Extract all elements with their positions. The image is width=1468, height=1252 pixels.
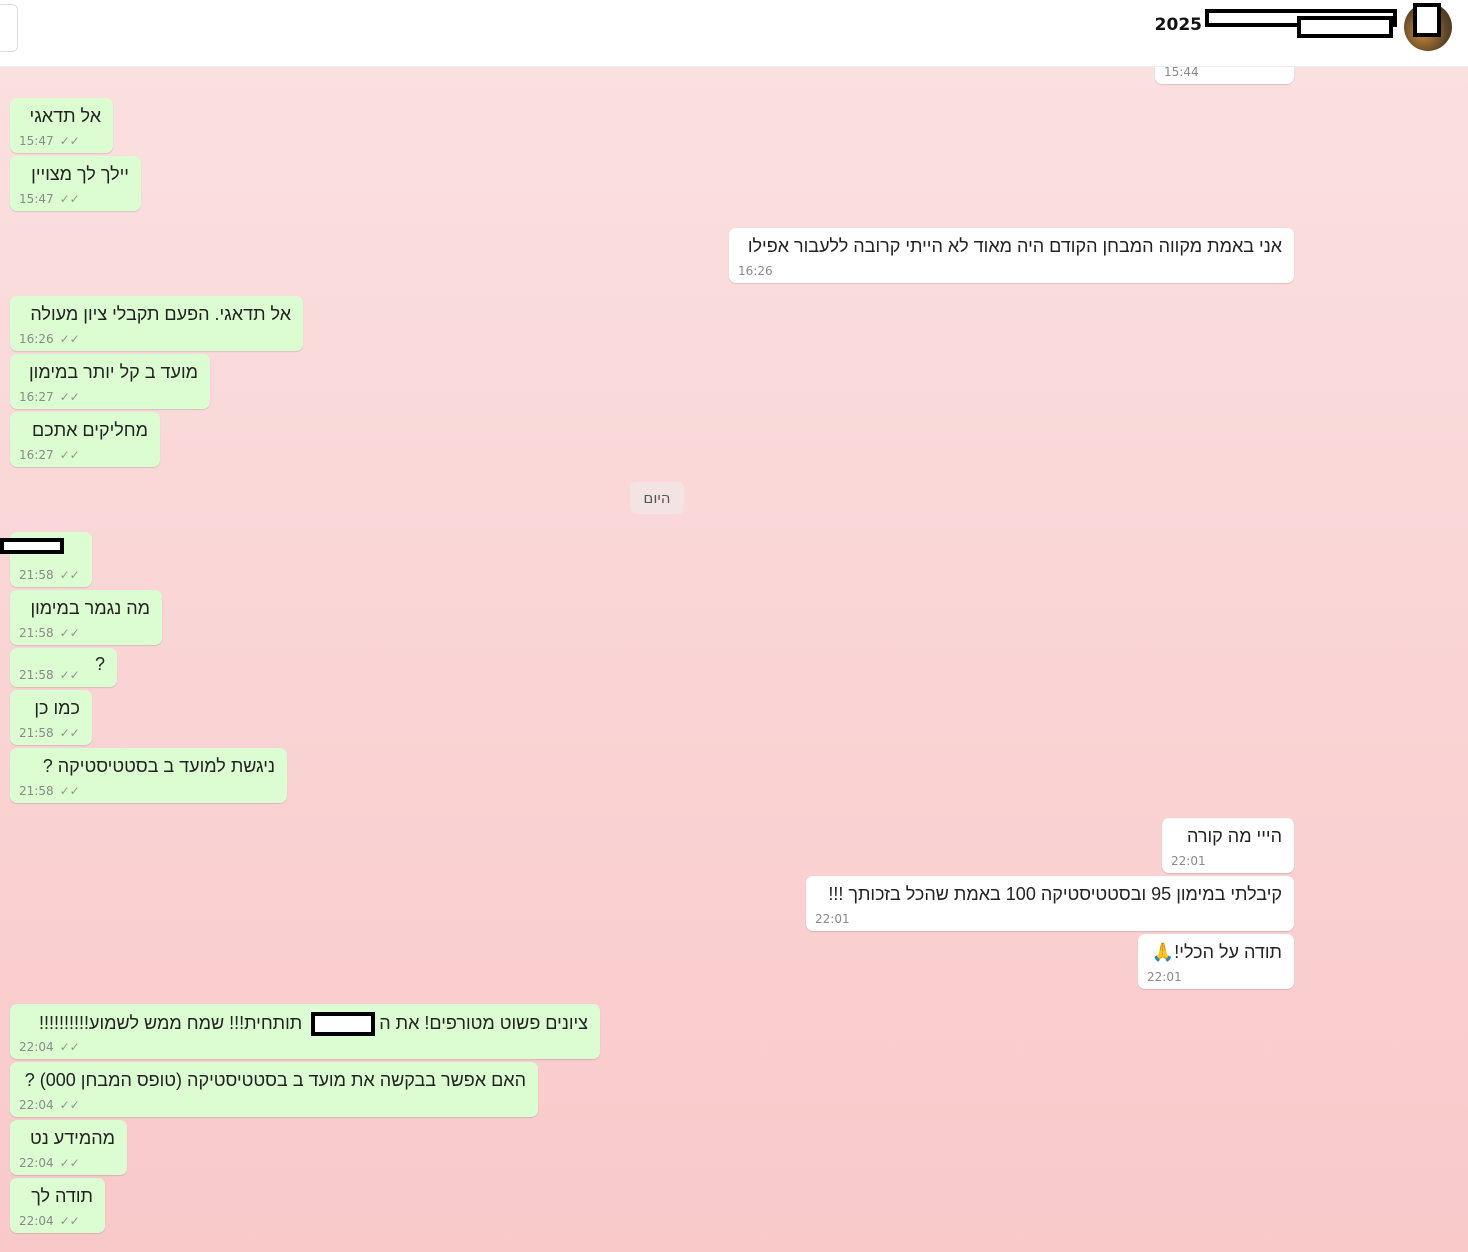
sent-message-bubble[interactable]: מהמידע נט 22:04 ✓✓ (10, 1120, 127, 1175)
message-text: ציונים פשוט מטורפים! את ה תותחית!!! שמח … (39, 1012, 588, 1036)
message-text: מה נגמר במימון (30, 598, 150, 618)
time-text: 22:04 (19, 1156, 54, 1170)
message-text: הייי מה קורה (1187, 826, 1282, 846)
redaction (1297, 16, 1393, 38)
sent-message-bubble[interactable]: האם אפשר בבקשה את מועד ב בסטטיסטיקה (טופ… (10, 1062, 538, 1117)
chat-title[interactable]: 2025 (1154, 15, 1202, 35)
time-text: 22:01 (1171, 854, 1206, 868)
message-time: 16:27 ✓✓ (19, 390, 80, 404)
message-text: ? (94, 654, 105, 674)
message-text: אני באמת מקווה המבחן הקודם היה מאוד לא ה… (747, 236, 1282, 256)
double-check-icon: ✓✓ (59, 784, 80, 798)
message-text: כמו כן (34, 698, 80, 718)
time-text: 16:26 (19, 332, 54, 346)
sent-message-bubble[interactable]: תודה לך 22:04 ✓✓ (10, 1178, 105, 1233)
sent-message-bubble[interactable]: ציונים פשוט מטורפים! את ה תותחית!!! שמח … (10, 1004, 600, 1059)
time-text: 21:58 (19, 568, 54, 582)
time-text: 21:58 (19, 668, 54, 682)
sent-message-bubble[interactable]: ניגשת למועד ב בסטטיסטיקה ? 21:58 ✓✓ (10, 748, 287, 803)
message-time: 15:44 (1164, 65, 1199, 79)
chat-header: 2025 (0, 0, 1468, 67)
sent-message-bubble[interactable]: מה נגמר במימון 21:58 ✓✓ (10, 590, 162, 645)
redaction (1413, 3, 1441, 37)
received-message-bubble[interactable]: אני באמת מקווה המבחן הקודם היה מאוד לא ה… (729, 228, 1294, 283)
sent-message-bubble[interactable]: מחליקים אתכם 16:27 ✓✓ (10, 412, 160, 467)
sent-message-bubble[interactable]: אל תדאגי. הפעם תקבלי ציון מעולה 16:26 ✓✓ (10, 296, 303, 351)
received-message-bubble[interactable]: הייי מה קורה 22:01 (1162, 818, 1294, 873)
sent-message-bubble[interactable]: ? 21:58 ✓✓ (10, 648, 117, 687)
double-check-icon: ✓✓ (59, 1098, 80, 1112)
double-check-icon: ✓✓ (59, 1156, 80, 1170)
message-text: ניגשת למועד ב בסטטיסטיקה ? (42, 756, 275, 776)
double-check-icon: ✓✓ (59, 668, 80, 682)
received-message-bubble[interactable]: קיבלתי במימון 95 ובסטטיסטיקה 100 באמת שה… (806, 876, 1294, 931)
message-time: 22:01 (1171, 854, 1206, 868)
double-check-icon: ✓✓ (59, 1214, 80, 1228)
double-check-icon: ✓✓ (59, 390, 80, 404)
time-text: 15:47 (19, 134, 54, 148)
message-text: תודה לך (31, 1186, 93, 1206)
double-check-icon: ✓✓ (59, 626, 80, 640)
double-check-icon: ✓✓ (59, 192, 80, 206)
back-panel-edge[interactable] (0, 4, 18, 52)
message-time: 16:27 ✓✓ (19, 448, 80, 462)
redaction (0, 538, 64, 554)
message-time: 15:47 ✓✓ (19, 134, 80, 148)
message-text: קיבלתי במימון 95 ובסטטיסטיקה 100 באמת שה… (828, 884, 1282, 904)
message-time: 22:01 (815, 912, 850, 926)
sent-message-bubble[interactable]: יילך לך מצויין 15:47 ✓✓ (10, 156, 141, 211)
message-time: 16:26 ✓✓ (19, 332, 80, 346)
time-text: 16:26 (738, 264, 773, 278)
message-time: 15:47 ✓✓ (19, 192, 80, 206)
double-check-icon: ✓✓ (59, 332, 80, 346)
double-check-icon: ✓✓ (59, 448, 80, 462)
message-time: 22:04 ✓✓ (19, 1156, 80, 1170)
time-text: 21:58 (19, 784, 54, 798)
message-text: אל תדאגי. הפעם תקבלי ציון מעולה (30, 304, 291, 324)
message-time: 21:58 ✓✓ (19, 726, 80, 740)
message-text: תודה על הכלי!🙏 (1151, 942, 1282, 962)
message-time: 22:04 ✓✓ (19, 1098, 80, 1112)
time-text: 22:01 (1147, 970, 1182, 984)
time-text: 21:58 (19, 626, 54, 640)
double-check-icon: ✓✓ (59, 134, 80, 148)
message-time: 22:01 (1147, 970, 1182, 984)
time-text: 15:44 (1164, 65, 1199, 79)
message-text: אל תדאגי (29, 106, 101, 126)
time-text: 22:04 (19, 1214, 54, 1228)
double-check-icon: ✓✓ (59, 1040, 80, 1054)
sent-message-bubble[interactable]: אל תדאגי 15:47 ✓✓ (10, 98, 113, 153)
time-text: 22:04 (19, 1098, 54, 1112)
redaction (311, 1012, 376, 1036)
message-time: 21:58 ✓✓ (19, 668, 80, 682)
time-text: 15:47 (19, 192, 54, 206)
double-check-icon: ✓✓ (59, 726, 80, 740)
message-text: מועד ב קל יותר במימון (29, 362, 198, 382)
message-text: האם אפשר בבקשה את מועד ב בסטטיסטיקה (טופ… (24, 1070, 526, 1090)
time-text: 22:04 (19, 1040, 54, 1054)
message-time: 22:04 ✓✓ (19, 1040, 80, 1054)
time-text: 16:27 (19, 390, 54, 404)
message-text: יילך לך מצויין (31, 164, 129, 184)
time-text: 21:58 (19, 726, 54, 740)
message-time: 21:58 ✓✓ (19, 784, 80, 798)
message-time: 21:58 ✓✓ (19, 568, 80, 582)
double-check-icon: ✓✓ (59, 568, 80, 582)
message-text: מחליקים אתכם (32, 420, 148, 440)
sent-message-bubble[interactable]: כמו כן 21:58 ✓✓ (10, 690, 92, 745)
received-message-bubble[interactable]: תודה על הכלי!🙏 22:01 (1138, 934, 1294, 989)
message-time: 16:26 (738, 264, 773, 278)
sent-message-bubble[interactable]: מועד ב קל יותר במימון 16:27 ✓✓ (10, 354, 210, 409)
date-separator: היום (630, 482, 684, 514)
message-time: 21:58 ✓✓ (19, 626, 80, 640)
message-text: מהמידע נט (29, 1128, 115, 1148)
message-time: 22:04 ✓✓ (19, 1214, 80, 1228)
time-text: 16:27 (19, 448, 54, 462)
time-text: 22:01 (815, 912, 850, 926)
